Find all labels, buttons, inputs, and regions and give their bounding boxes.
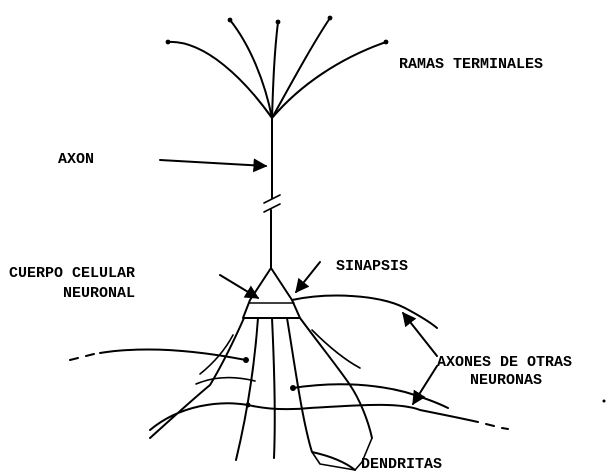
synapse-knob-3 xyxy=(246,403,251,408)
other-axon-left xyxy=(70,349,246,360)
dendrite-5 xyxy=(300,318,372,438)
branch-tip-2 xyxy=(228,18,233,23)
dendrite-2 xyxy=(236,318,258,460)
synapse-arrow xyxy=(296,262,320,292)
axon-shaft xyxy=(264,118,280,268)
synapse-knob-1 xyxy=(243,357,249,363)
branch-center xyxy=(272,22,278,118)
branch-tip-4 xyxy=(328,16,333,21)
axon-arrow xyxy=(160,160,266,166)
branch-left xyxy=(230,20,272,118)
synapse-knob-2 xyxy=(290,385,296,391)
other-axon-lower xyxy=(150,403,508,430)
branch-right xyxy=(272,18,330,118)
branch-tip-3 xyxy=(276,20,281,25)
dendrite-3 xyxy=(272,318,275,458)
dendrites xyxy=(150,318,372,470)
label-dendrites: DENDRITAS xyxy=(361,456,442,473)
label-cell-body-line1: CUERPO CELULAR xyxy=(9,265,135,282)
stray-dot xyxy=(603,400,606,403)
dendrite-4 xyxy=(287,318,355,470)
label-terminal-branches: RAMAS TERMINALES xyxy=(399,56,543,73)
cell-body-arrow xyxy=(220,275,258,298)
label-axon: AXON xyxy=(58,151,94,168)
branch-far-right xyxy=(272,42,386,118)
other-axon-cross xyxy=(196,378,255,384)
label-cell-body-line2: NEURONAL xyxy=(63,285,135,302)
label-synapse: SINAPSIS xyxy=(336,258,408,275)
terminal-branches xyxy=(166,16,389,118)
branch-tip-5 xyxy=(384,40,389,45)
other-axons-arrow-up xyxy=(403,313,437,356)
label-other-axons-line2: NEURONAS xyxy=(470,372,542,389)
branch-tip-1 xyxy=(166,40,171,45)
dendrite-7 xyxy=(312,330,360,368)
other-axon-upper-right xyxy=(292,296,437,328)
branch-far-left xyxy=(168,42,272,118)
label-other-axons-line1: AXONES DE OTRAS xyxy=(437,354,572,371)
